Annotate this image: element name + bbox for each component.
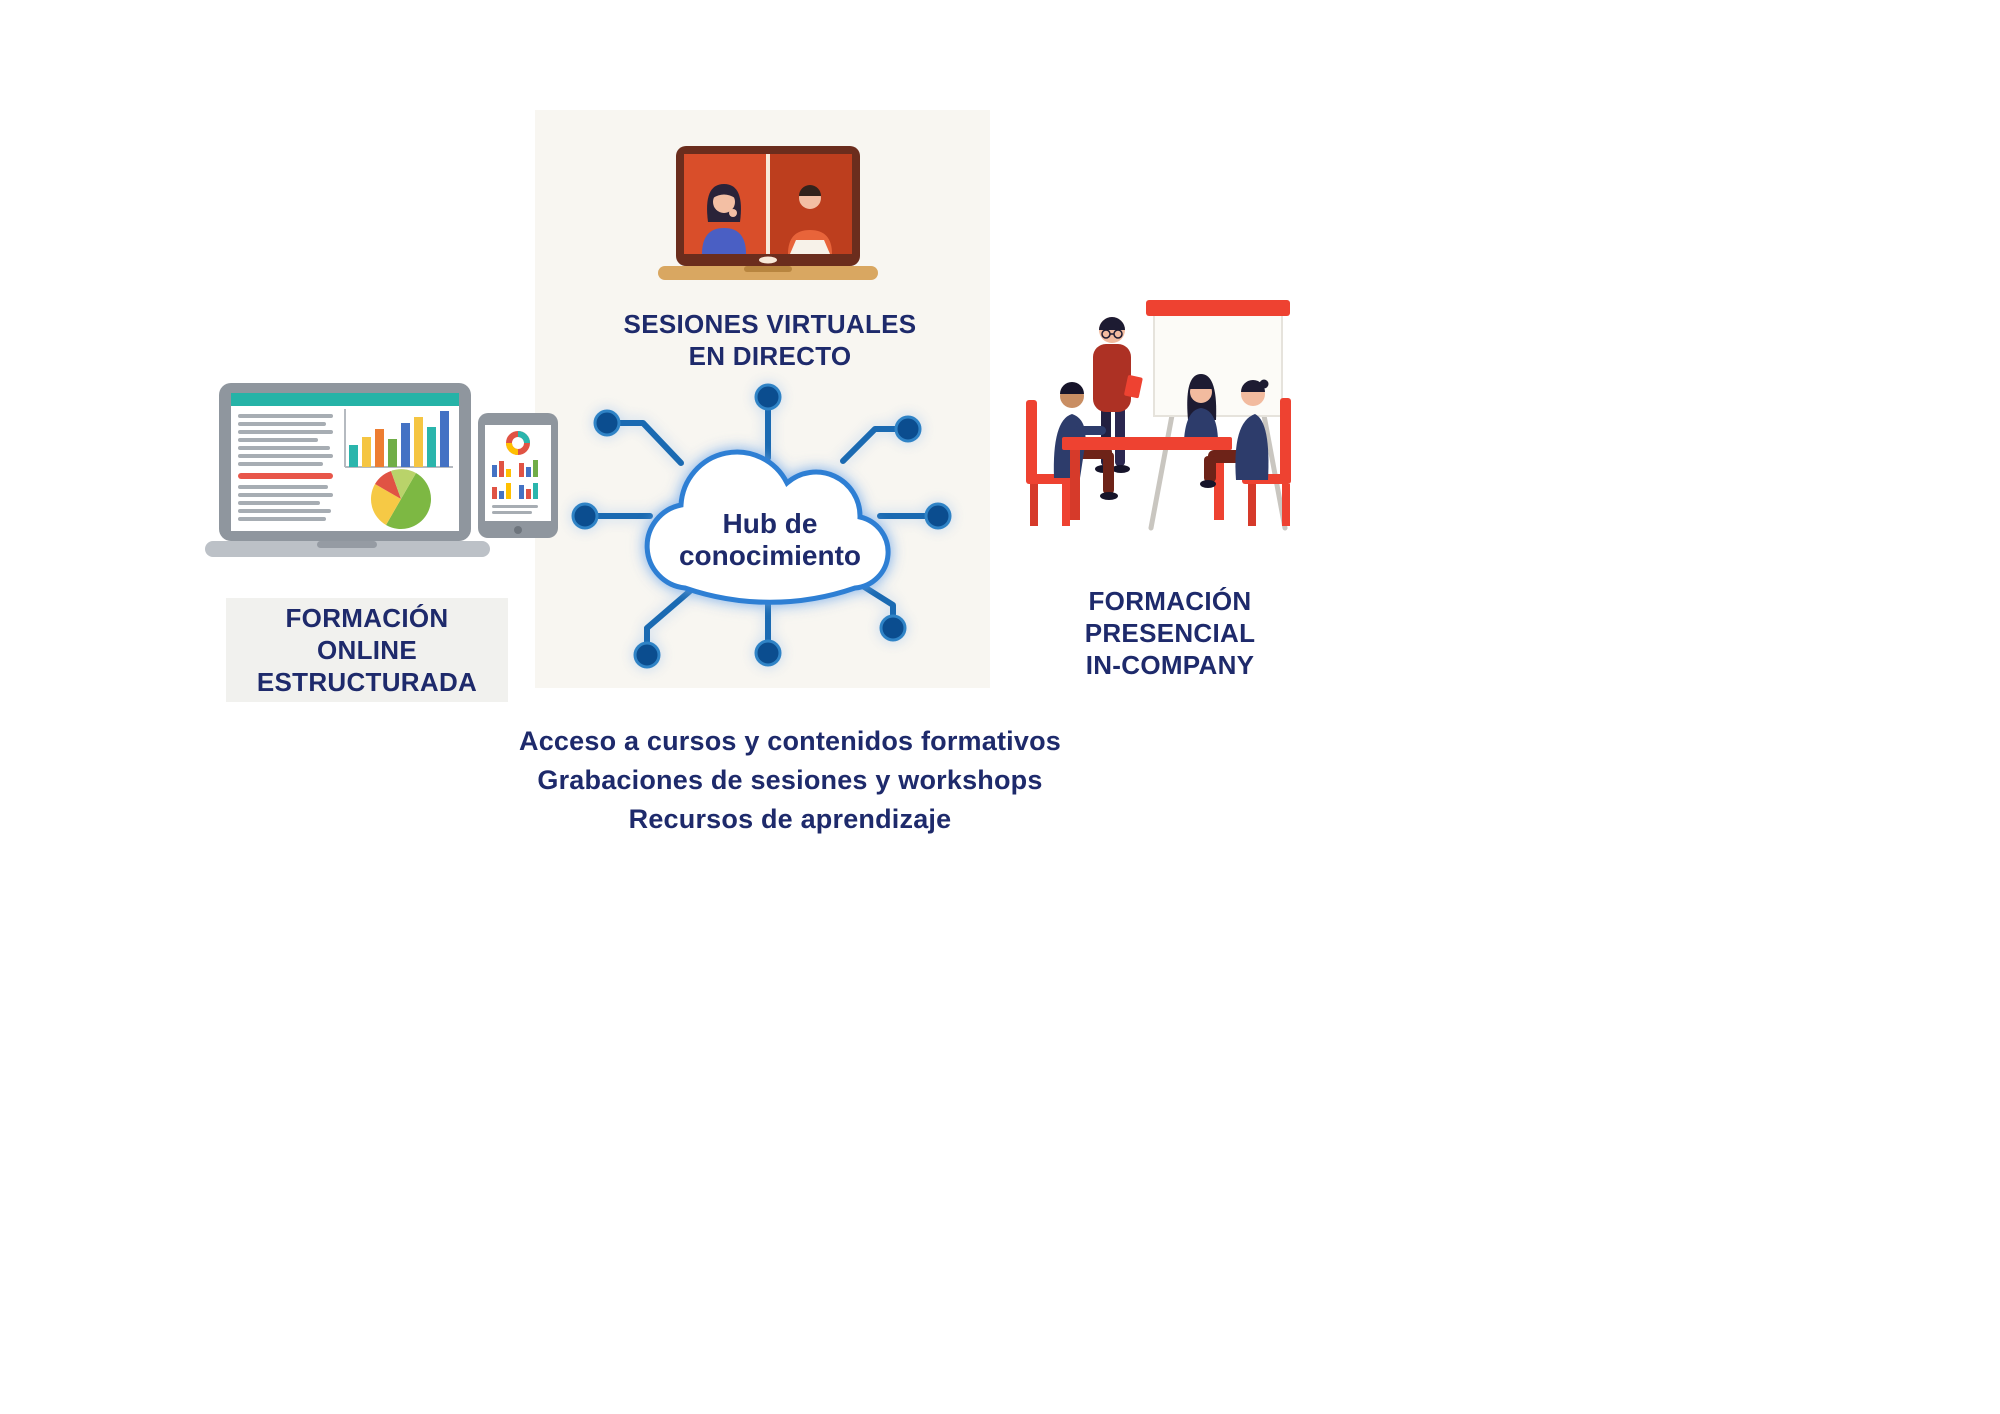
hub-network-nodes — [571, 383, 952, 669]
laptop-logo-dot — [759, 256, 777, 264]
tablet-donut-chart — [506, 431, 530, 455]
label-online-training-line1: FORMACIÓN ONLINE — [285, 603, 449, 665]
pie-chart — [370, 469, 432, 530]
label-virtual-sessions-line1: SESIONES VIRTUALES — [623, 309, 917, 339]
hub-title-line2: conocimiento — [679, 540, 861, 571]
label-inperson-training: FORMACIÓN PRESENCIAL IN-COMPANY — [1000, 585, 1340, 681]
feature-item-2: Grabaciones de sesiones y workshops — [537, 765, 1043, 795]
knowledge-hub-cloud-illustration: Hub de conocimiento — [571, 383, 952, 669]
tablet-illustration — [478, 413, 558, 538]
features-list: Acceso a cursos y contenidos formativos … — [490, 722, 1090, 839]
label-virtual-sessions: SESIONES VIRTUALES EN DIRECTO — [560, 308, 980, 372]
seated-person-right — [1200, 379, 1291, 526]
label-inperson-training-line2: IN-COMPANY — [1085, 650, 1255, 680]
seated-person-middle — [1184, 374, 1218, 440]
video-participant-woman — [684, 154, 767, 254]
document-text-lines — [238, 414, 333, 521]
bar-chart — [344, 409, 453, 468]
video-call-laptop-illustration — [658, 146, 878, 280]
dashboard-laptop-illustration — [205, 383, 490, 557]
video-participant-man — [769, 154, 852, 254]
tablet-text-lines — [492, 505, 538, 514]
highlight-red-line — [238, 473, 333, 479]
inperson-training-illustration — [1026, 300, 1291, 531]
video-split-divider — [766, 154, 770, 254]
tablet-home-button — [514, 526, 522, 534]
seated-person-left — [1026, 382, 1118, 526]
feature-item-3: Recursos de aprendizaje — [628, 804, 952, 834]
laptop-base — [205, 541, 490, 557]
label-inperson-training-line1: FORMACIÓN PRESENCIAL — [1084, 586, 1256, 648]
meeting-table — [1062, 437, 1232, 520]
screen-header-bar — [231, 393, 459, 406]
label-online-training: FORMACIÓN ONLINE ESTRUCTURADA — [226, 598, 508, 702]
presenter-person — [1093, 317, 1143, 473]
cloud-icon — [644, 449, 891, 605]
laptop-base — [658, 266, 878, 280]
hub-title-line1: Hub de — [723, 508, 818, 539]
tablet-mini-bars — [492, 460, 538, 499]
label-virtual-sessions-line2: EN DIRECTO — [688, 341, 852, 371]
feature-item-1: Acceso a cursos y contenidos formativos — [519, 726, 1061, 756]
label-online-training-line2: ESTRUCTURADA — [256, 667, 478, 697]
